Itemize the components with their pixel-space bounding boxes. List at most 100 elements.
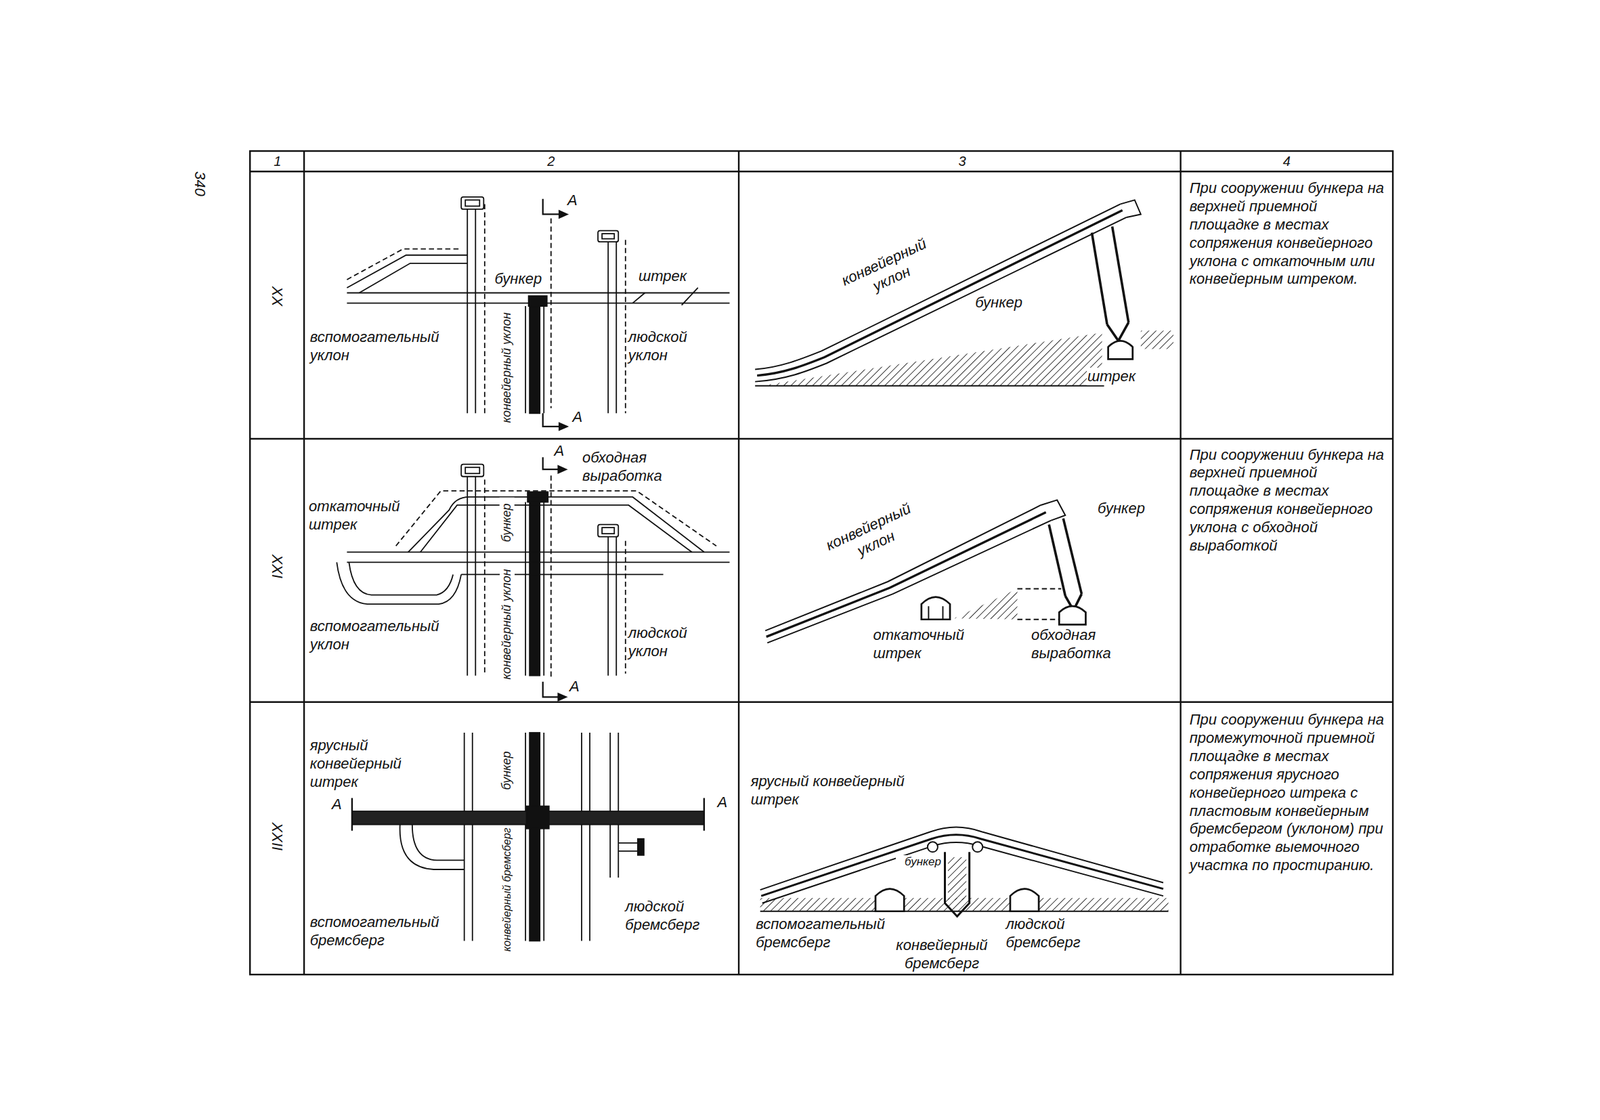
part-label: штрек <box>637 267 699 286</box>
plan-xxi <box>543 457 564 697</box>
section-mark: А <box>566 677 583 697</box>
section-xxi <box>1058 606 1086 625</box>
part-label: бункер <box>974 293 1046 313</box>
section-xxi <box>765 499 1086 643</box>
table-grid <box>249 701 1393 703</box>
table-grid <box>1179 150 1181 975</box>
part-label: вспомогательный бремсберг <box>754 915 880 953</box>
plan-xxi <box>336 561 462 604</box>
part-label: ярусный конвейерный штрек <box>309 736 432 791</box>
drawing <box>249 150 1393 975</box>
plan-xx <box>346 255 468 294</box>
plan-xxii <box>525 732 544 941</box>
plan-xxi <box>467 476 476 676</box>
note-cell: При сооружении бункера на промежуточной … <box>1188 710 1385 875</box>
part-label: штрек <box>1086 367 1158 386</box>
part-label: людской бремсберг <box>624 897 722 935</box>
section-mark: А <box>328 795 345 814</box>
note-cell: При сооружении бункера на верхней приемн… <box>1188 179 1385 289</box>
plan-xxi <box>336 457 730 701</box>
plan-xx <box>601 233 615 240</box>
table-grid <box>249 150 1393 975</box>
plan-xxi <box>557 465 567 474</box>
plan-xx <box>597 230 619 243</box>
plan-xx <box>529 306 540 414</box>
plan-xxi <box>420 505 693 552</box>
section-xxii <box>972 841 983 852</box>
section-xxii <box>944 851 969 917</box>
section-xxii <box>760 826 1169 917</box>
section-xxi <box>1040 499 1066 521</box>
plan-xxi <box>461 464 484 477</box>
table-grid <box>738 150 740 975</box>
plan-xxi <box>465 467 480 474</box>
column-number: 3 <box>952 153 973 170</box>
part-label: бункер <box>499 496 515 548</box>
section-xxi <box>1048 518 1082 611</box>
plan-xxii <box>637 838 644 856</box>
plan-xxii <box>618 842 639 852</box>
plan-xxii <box>581 732 590 941</box>
plan-xxii <box>464 732 473 941</box>
section-xxi <box>954 589 1018 620</box>
part-label: откаточный штрек <box>308 497 395 535</box>
plan-xxi <box>529 501 540 676</box>
plan-xxi <box>348 561 453 595</box>
plan-xx <box>346 197 730 430</box>
plan-xx <box>608 241 617 414</box>
page-number: 340 <box>189 163 208 204</box>
part-label: бункер <box>493 270 547 289</box>
plan-xxii <box>352 797 705 831</box>
section-mark: А <box>551 442 567 461</box>
section-xx <box>1120 199 1141 218</box>
section-xx <box>1140 330 1174 349</box>
part-label: людской бремсберг <box>1004 915 1108 953</box>
section-mark: А <box>564 191 581 210</box>
section-xx <box>760 332 1103 386</box>
plan-xxi <box>601 527 615 534</box>
plan-xxi <box>396 490 717 546</box>
part-label: людской уклон <box>627 624 725 661</box>
part-label: бункер <box>499 744 515 796</box>
row-number: XXII <box>267 811 286 862</box>
plan-xx <box>559 423 568 431</box>
section-xxi <box>921 597 950 620</box>
section-xxi <box>1017 589 1062 620</box>
row-number: XX <box>267 270 286 321</box>
plan-xx <box>467 209 476 414</box>
part-label: ярусный конвейерный штрек <box>750 772 914 810</box>
table-grid <box>249 170 1393 172</box>
table-grid <box>303 150 305 975</box>
section-xxi <box>928 606 943 620</box>
section-xxii <box>1010 889 1039 912</box>
table-grid <box>249 150 1393 975</box>
part-label: конвейерный уклон <box>833 232 942 309</box>
plan-xxi <box>597 524 619 537</box>
plan-xx <box>528 295 548 307</box>
section-xxii <box>875 889 904 912</box>
part-label: вспомогательный уклон <box>309 328 463 365</box>
row-number: XXI <box>267 541 286 592</box>
section-xxii <box>947 857 967 900</box>
section-xx <box>754 385 1104 387</box>
plan-xxii <box>400 824 465 870</box>
plan-xx <box>346 249 462 280</box>
section-mark: А <box>714 793 731 812</box>
plan-xx <box>632 287 698 306</box>
plan-xx <box>465 199 480 206</box>
section-xx <box>757 209 1123 376</box>
plan-xxi <box>346 551 730 575</box>
plan-xxii <box>529 732 540 941</box>
section-xx <box>1092 226 1129 342</box>
section-xx <box>1108 340 1133 359</box>
plan-xx <box>525 306 544 414</box>
part-label: откаточный штрек <box>872 626 985 663</box>
plan-xxii <box>526 806 550 829</box>
section-xx <box>754 203 1121 370</box>
plan-xx <box>543 199 565 427</box>
section-xxii <box>927 841 938 852</box>
plan-xxi <box>408 496 705 552</box>
part-label: бункер <box>1096 499 1169 518</box>
